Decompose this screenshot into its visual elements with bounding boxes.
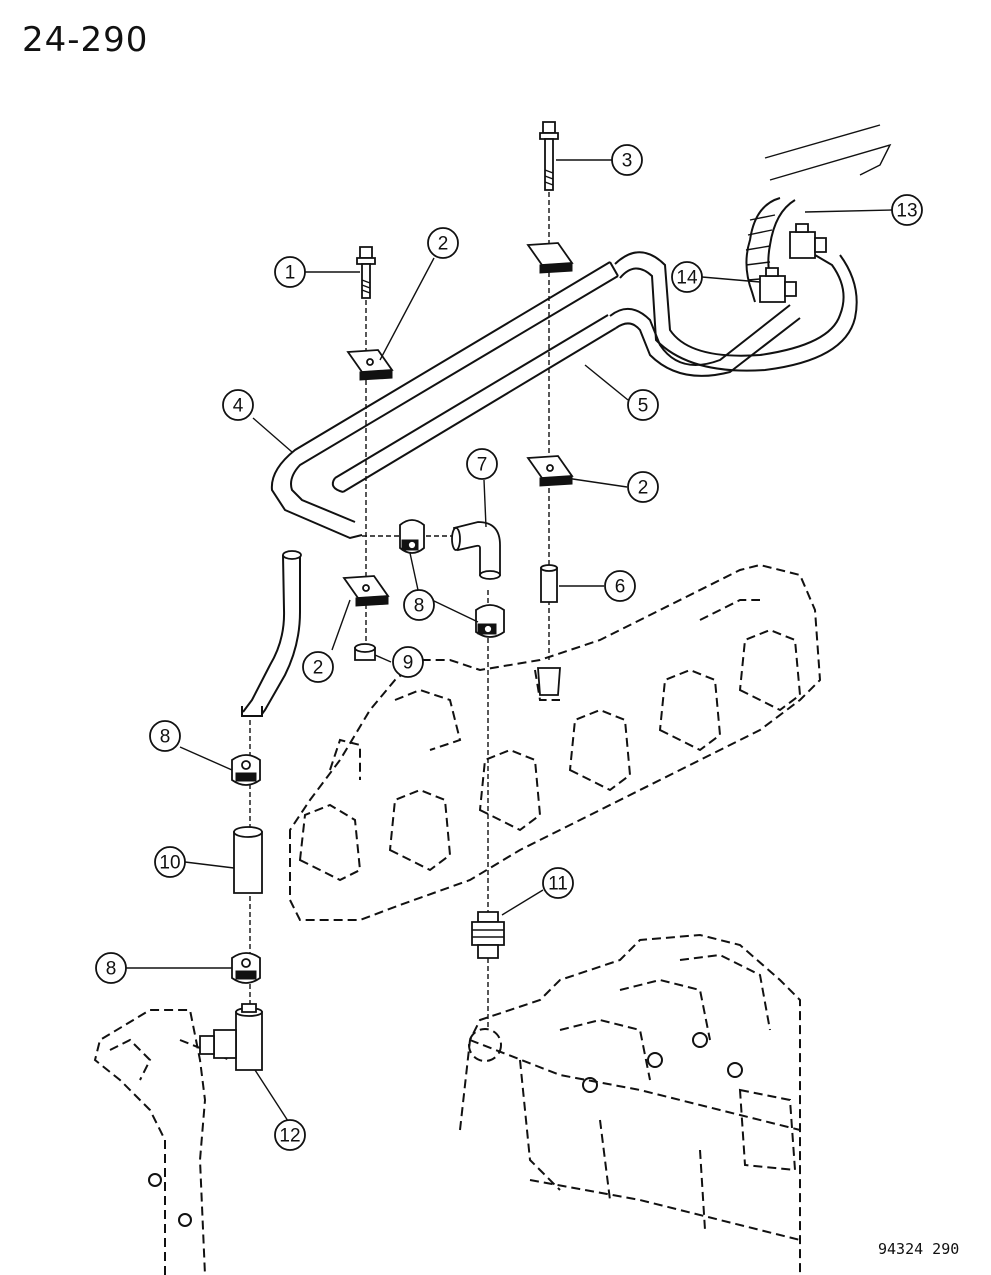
callout-10: 10 (154, 846, 186, 878)
callout-1-label: 1 (285, 263, 296, 284)
callout-8-left-upper-label: 8 (160, 727, 171, 748)
callout-3-label: 3 (622, 151, 633, 172)
callout-8-top: 8 (403, 589, 435, 621)
callout-13-label: 13 (896, 201, 917, 222)
tee-valve-12 (199, 1003, 263, 1071)
clamp-2-lower-left (342, 575, 390, 607)
callout-11-label: 11 (548, 874, 568, 895)
callout-2-top-label: 2 (438, 234, 449, 255)
figure-code: 94324 290 (878, 1240, 960, 1258)
callout-3: 3 (611, 144, 643, 176)
callout-8-left-lower: 8 (95, 952, 127, 984)
callout-6: 6 (604, 570, 636, 602)
clamp-2-upper-right (526, 242, 574, 274)
callout-5-label: 5 (638, 396, 649, 417)
callout-5: 5 (627, 389, 659, 421)
manifold-stud (537, 667, 561, 696)
callout-2-right-label: 2 (638, 478, 649, 499)
callouts: 1 2 3 4 5 2 7 8 8 2 9 6 10 8 11 12 13 14 (95, 144, 923, 1151)
callout-2-lower-label: 2 (313, 658, 324, 679)
callout-10-label: 10 (159, 853, 180, 874)
callout-12: 12 (274, 1119, 306, 1151)
callout-2-top: 2 (427, 227, 459, 259)
clamp-2-mid-right (526, 455, 574, 487)
spacer-6 (540, 564, 558, 603)
callout-6-label: 6 (615, 577, 626, 598)
leader-lines (126, 159, 893, 1122)
hose-clamp-8-left-lower (231, 952, 261, 984)
callout-12-label: 12 (279, 1126, 300, 1147)
hose-clamp-8-mid (475, 604, 505, 638)
callout-11: 11 (542, 867, 574, 899)
callout-9-label: 9 (403, 653, 414, 674)
callout-7: 7 (466, 448, 498, 480)
bolt-3 (539, 121, 559, 191)
callout-8-left-upper: 8 (149, 720, 181, 752)
callout-2-lower: 2 (302, 651, 334, 683)
connector-14 (759, 267, 797, 303)
hose-10 (233, 826, 263, 894)
elbow-7 (451, 521, 501, 580)
callout-13: 13 (891, 194, 923, 226)
hose-clamp-8-left-upper (231, 754, 261, 786)
exhaust-manifold-outline (289, 563, 822, 921)
bolt-1 (356, 246, 376, 299)
callout-1: 1 (274, 256, 306, 288)
page-code: 24-290 (22, 20, 149, 60)
connector-13 (789, 223, 827, 259)
clamp-2-upper-left (346, 349, 394, 381)
callout-4-label: 4 (233, 396, 244, 417)
heater-tube-5 (331, 304, 801, 493)
body-panel (764, 124, 892, 181)
callout-7-label: 7 (477, 455, 488, 476)
callout-14: 14 (671, 261, 703, 293)
hose-clamp-8-top (399, 519, 425, 554)
callout-8-top-label: 8 (414, 596, 425, 617)
callout-9: 9 (392, 646, 424, 678)
callout-2-right: 2 (627, 471, 659, 503)
heater-tube-4 (270, 251, 858, 540)
fitting-11 (471, 911, 505, 959)
callout-14-label: 14 (676, 268, 698, 289)
cylinder-head-outline (459, 933, 801, 1275)
nut-9 (354, 643, 376, 661)
callout-8-left-lower-label: 8 (106, 959, 117, 980)
lower-hose (241, 550, 302, 717)
callout-4: 4 (222, 389, 254, 421)
